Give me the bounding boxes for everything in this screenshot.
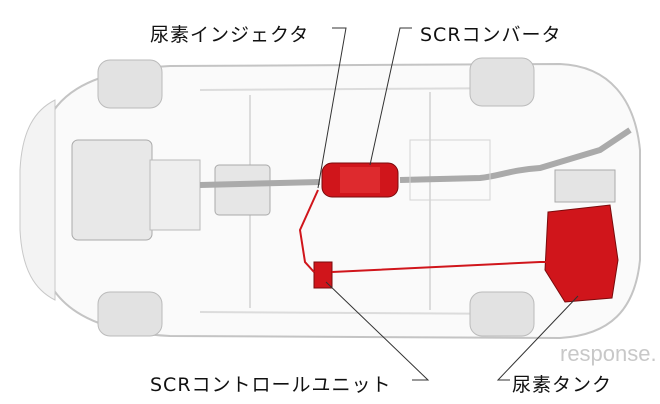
engine (71, 139, 153, 241)
wheel-rear-right (469, 291, 535, 337)
scr-converter-core (340, 167, 380, 193)
car-frame (199, 87, 521, 315)
catalyst (214, 164, 271, 216)
label-scr-converter: SCRコンバータ (420, 24, 562, 46)
label-urea-tank: 尿素タンク (512, 374, 613, 396)
watermark: response. (560, 341, 657, 366)
muffler (554, 169, 616, 203)
leader-scr-control-unit (325, 281, 430, 381)
car-nose (19, 99, 56, 301)
leader-urea-injector (317, 27, 347, 189)
leader-urea-tank (496, 295, 579, 381)
wheel-rear-left (469, 57, 535, 107)
transmission (149, 159, 201, 231)
exhaust-pipe (199, 127, 632, 188)
label-urea-injector: 尿素インジェクタ (150, 24, 310, 46)
urea-line (298, 189, 560, 273)
scr-control-unit (313, 261, 333, 289)
wheel-front-left (97, 59, 163, 109)
label-scr-control-unit: SCRコントロールユニット (150, 374, 392, 396)
leader-scr-converter (369, 27, 412, 166)
fuel-tank (409, 139, 491, 201)
urea-tank (544, 204, 619, 303)
wheel-front-right (97, 291, 163, 337)
